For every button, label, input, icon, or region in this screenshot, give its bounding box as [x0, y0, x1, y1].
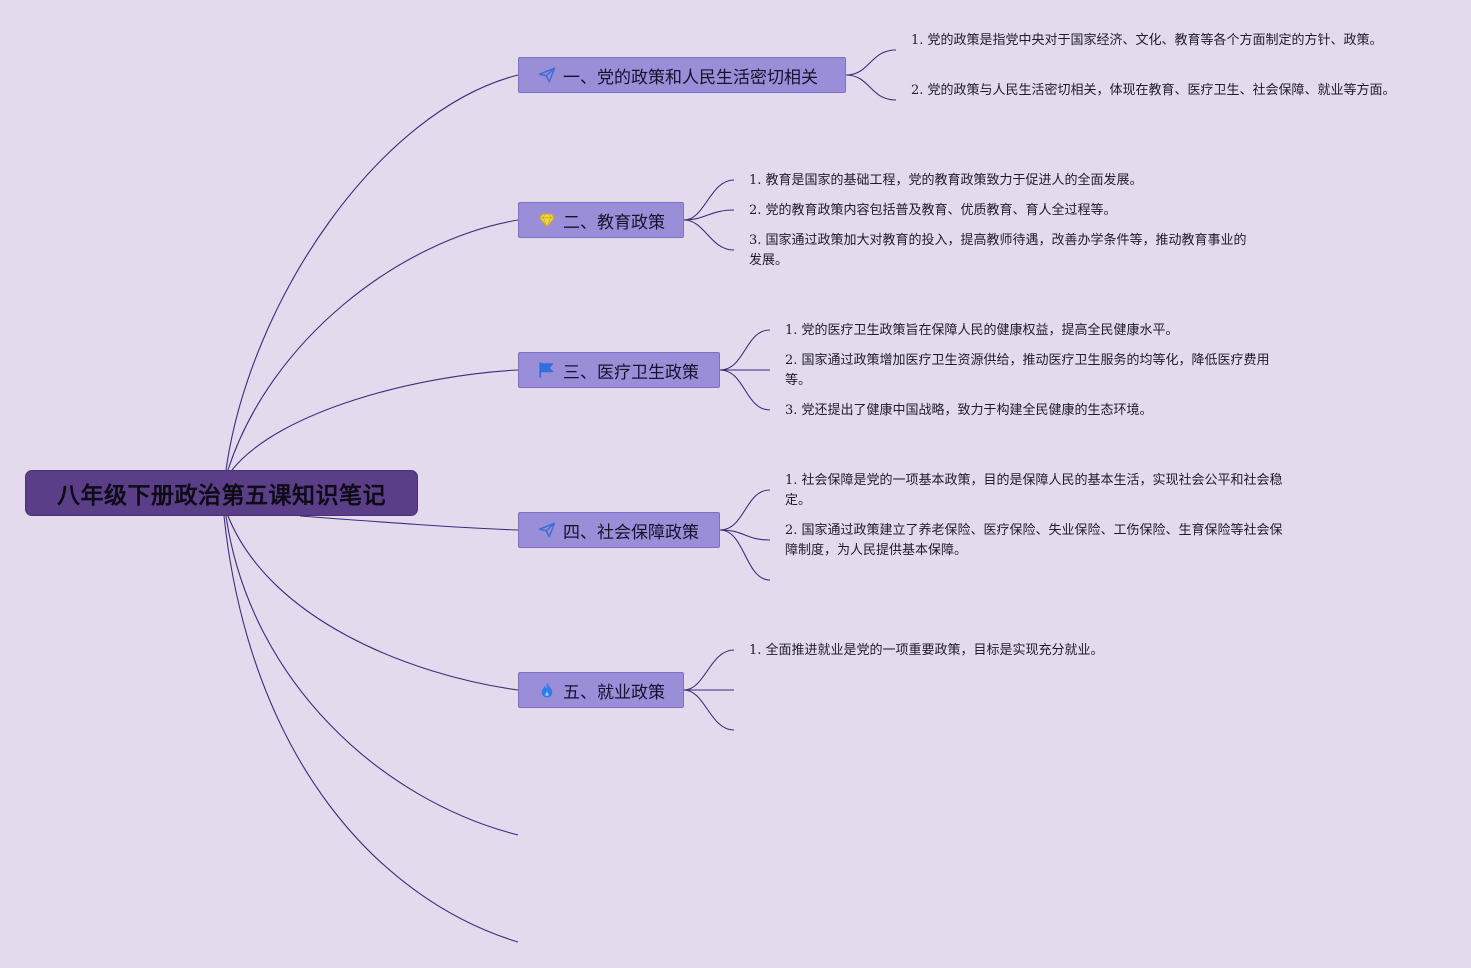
leaf-b1-1[interactable]: 1. 党的政策是指党中央对于国家经济、文化、教育等各个方面制定的方针、政策。	[911, 33, 1383, 48]
branch-2[interactable]: 二、教育政策	[518, 202, 684, 238]
link-b4-leaf-3	[719, 529, 771, 581]
link-b4-leaf-1	[719, 489, 771, 531]
link-b1-leaf-2	[845, 74, 897, 101]
link-b5-leaf-3	[683, 689, 735, 731]
link-root-empty-2	[223, 515, 519, 943]
leaf-b4-1[interactable]: 1. 社会保障是党的一项基本政策，目的是保障人民的基本生活，实现社会公平和社会稳…	[785, 473, 1283, 508]
link-b2-leaf-3	[683, 219, 735, 251]
link-root-branch-5	[227, 515, 519, 691]
link-root-empty-1	[225, 515, 519, 836]
root-topic[interactable]: 八年级下册政治第五课知识笔记	[25, 470, 418, 516]
branch-2-label: 二、教育政策	[563, 212, 665, 233]
leaf-b2-3[interactable]: 3. 国家通过政策加大对教育的投入，提高教师待遇，改善办学条件等，推动教育事业的…	[749, 233, 1247, 268]
link-root-branch-2	[227, 219, 519, 471]
link-b4-leaf-2	[719, 529, 771, 541]
link-b1-leaf-1	[845, 49, 897, 76]
leaf-b3-1[interactable]: 1. 党的医疗卫生政策旨在保障人民的健康权益，提高全民健康水平。	[785, 323, 1179, 338]
leaf-b3-2[interactable]: 2. 国家通过政策增加医疗卫生资源供给，推动医疗卫生服务的均等化，降低医疗费用等…	[785, 353, 1270, 388]
branch-4-label: 四、社会保障政策	[563, 522, 699, 543]
link-root-branch-4	[299, 515, 519, 531]
flame-icon	[537, 680, 557, 700]
root-title: 八年级下册政治第五课知识笔记	[57, 483, 386, 509]
branch-5[interactable]: 五、就业政策	[518, 672, 684, 708]
leaf-b5-1[interactable]: 1. 全面推进就业是党的一项重要政策，目标是实现充分就业。	[749, 643, 1104, 658]
flag-icon	[537, 360, 557, 380]
link-root-branch-3	[231, 369, 519, 471]
leaf-b2-1[interactable]: 1. 教育是国家的基础工程，党的教育政策致力于促进人的全面发展。	[749, 173, 1143, 188]
leaf-b1-2[interactable]: 2. 党的政策与人民生活密切相关，体现在教育、医疗卫生、社会保障、就业等方面。	[911, 83, 1396, 98]
branch-1-label: 一、党的政策和人民生活密切相关	[563, 67, 818, 88]
branch-5-label: 五、就业政策	[563, 682, 665, 703]
link-b2-leaf-1	[683, 179, 735, 221]
branch-3[interactable]: 三、医疗卫生政策	[518, 352, 720, 388]
link-b5-leaf-1	[683, 649, 735, 691]
branch-4[interactable]: 四、社会保障政策	[518, 512, 720, 548]
paper-plane-icon	[537, 65, 557, 85]
leaf-b2-2[interactable]: 2. 党的教育政策内容包括普及教育、优质教育、育人全过程等。	[749, 203, 1117, 218]
branch-1[interactable]: 一、党的政策和人民生活密切相关	[518, 57, 846, 93]
link-root-branch-1	[225, 74, 519, 471]
paper-plane-icon	[537, 520, 557, 540]
branch-3-label: 三、医疗卫生政策	[563, 362, 699, 383]
link-b3-leaf-3	[719, 369, 771, 411]
link-b2-leaf-2	[683, 209, 735, 221]
leaf-b3-3[interactable]: 3. 党还提出了健康中国战略，致力于构建全民健康的生态环境。	[785, 403, 1153, 418]
link-b3-leaf-1	[719, 329, 771, 371]
diamond-icon	[537, 210, 557, 230]
leaf-b4-2[interactable]: 2. 国家通过政策建立了养老保险、医疗保险、失业保险、工伤保险、生育保险等社会保…	[785, 523, 1283, 558]
